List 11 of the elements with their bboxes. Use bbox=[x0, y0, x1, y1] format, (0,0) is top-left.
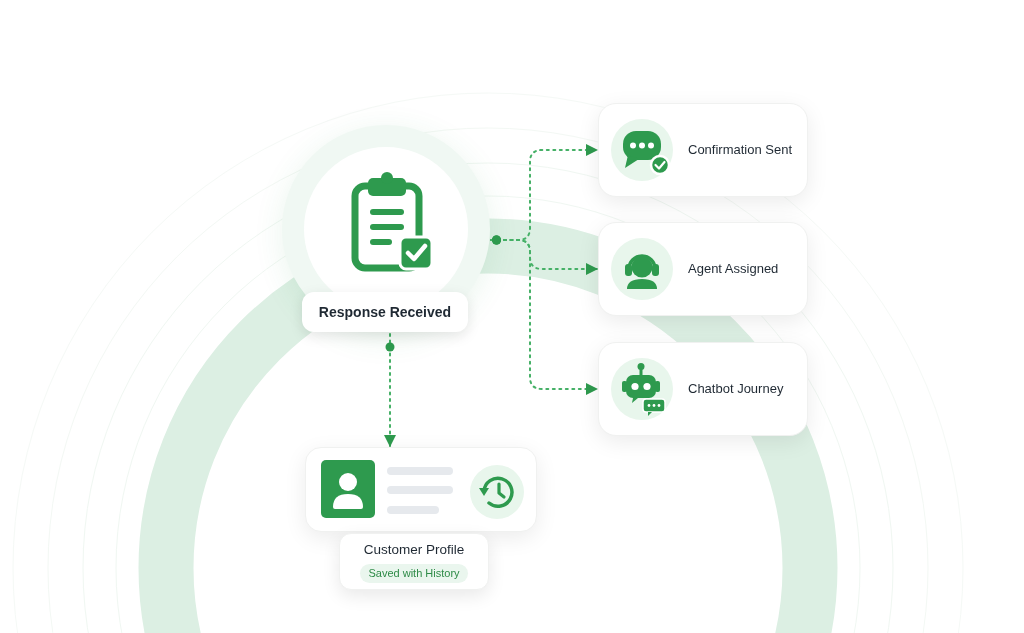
status-card bbox=[598, 103, 808, 197]
status-card bbox=[598, 342, 808, 436]
dashed-arrow bbox=[490, 235, 598, 395]
card-title: Agent Assigned bbox=[688, 260, 779, 279]
card-title: Chatbot Journey bbox=[688, 380, 784, 399]
node-label: Response Received bbox=[302, 292, 468, 332]
status-tag: Saved with History bbox=[360, 564, 468, 583]
card-title: Customer Profile bbox=[363, 541, 465, 560]
dashed-arrow bbox=[384, 333, 396, 447]
status-card bbox=[598, 222, 808, 316]
card-title: Confirmation Sent bbox=[688, 141, 793, 160]
